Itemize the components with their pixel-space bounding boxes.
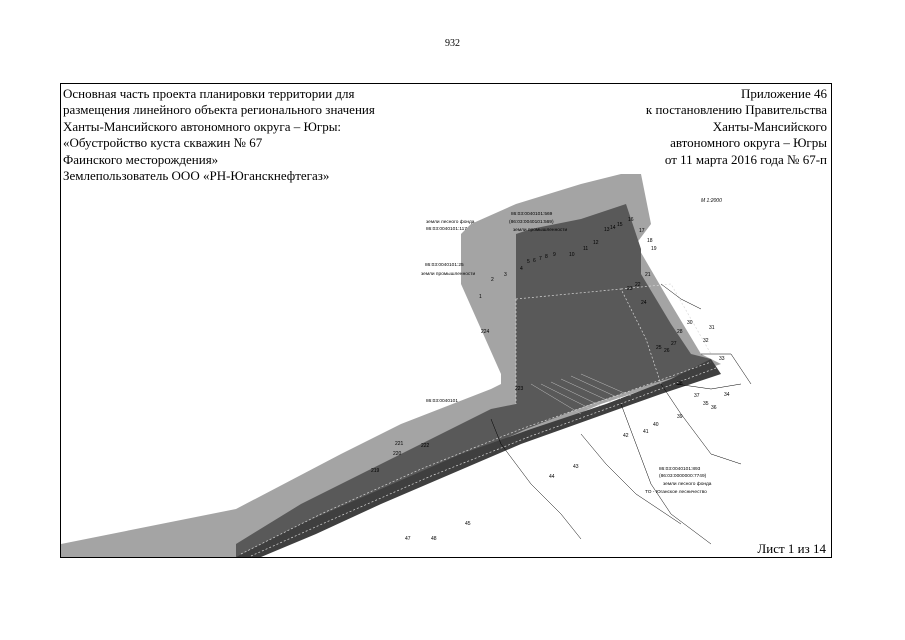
title-line: Ханты-Мансийского автономного округа – Ю…	[63, 118, 342, 134]
title-line: размещения линейного объекта регионально…	[63, 102, 375, 118]
parcel-label-893: 86:03:0040101:893	[659, 466, 701, 472]
appendix-line: Приложение 46	[740, 86, 827, 101]
point-label: 222	[421, 443, 430, 449]
point-label: 43	[573, 464, 579, 470]
document-frame: М 1:2000 земли лесного фонда 86:03:00401…	[60, 83, 832, 558]
forest-fund-label-bottom: земли лесного фонда	[663, 481, 712, 487]
point-label: 27	[671, 341, 677, 347]
point-label: 11	[583, 246, 588, 252]
point-label: 28	[677, 329, 683, 335]
hatched-area	[530, 373, 632, 415]
point-label: 19	[651, 246, 657, 252]
point-label: 47	[405, 536, 411, 542]
point-label: 221	[395, 441, 404, 447]
point-label: 24	[641, 300, 647, 306]
point-label: 224	[481, 329, 490, 335]
point-label: 45	[465, 521, 471, 527]
point-label: 13	[604, 227, 610, 233]
cadastre-lines	[490, 283, 752, 545]
title-line: Основная часть проекта планировки террит…	[63, 86, 355, 101]
scale-label: М 1:2000	[701, 198, 722, 204]
title-line: Землепользователь ООО «РН-Юганскнефтегаз…	[63, 168, 330, 184]
appendix-reference: Приложение 46 к постановлению Правительс…	[646, 86, 827, 168]
point-label: 3	[504, 272, 507, 278]
point-label: 37	[694, 393, 700, 399]
parcel-label-117: 86:03:0040101:117	[426, 226, 467, 232]
parcel-block-label: 86:03:0040101	[426, 398, 458, 404]
forest-fund-label-top: земли лесного фонда	[426, 219, 475, 225]
road-edge-lines	[240, 283, 717, 557]
point-label: 44	[549, 474, 555, 480]
appendix-line: Ханты-Мансийского	[712, 118, 827, 134]
parcel-label-7749: (86:03:0000000:7749)	[659, 473, 707, 479]
point-labels: 1 2 3 4 5 6 7 8 9 10 11 12 13 14 15 16 1…	[371, 217, 730, 542]
point-label: 18	[647, 238, 653, 244]
industry-land-label-1: земли промышленности	[513, 228, 567, 233]
forestry-label: ТО - Юганское лесничество	[645, 489, 707, 495]
point-label: 12	[593, 240, 599, 246]
appendix-line: от 11 марта 2016 года № 67-п	[664, 151, 827, 167]
point-label: 10	[569, 252, 575, 258]
point-label: 40	[653, 422, 659, 428]
point-label: 7	[539, 256, 542, 262]
access-road	[236, 359, 721, 557]
point-label: 5	[527, 259, 530, 265]
point-label: 33	[719, 356, 725, 362]
point-label: 35	[703, 401, 709, 407]
point-label: 8	[545, 254, 548, 260]
parcel-label-569: 86:03:0040101:569	[511, 211, 553, 217]
point-label: 25	[656, 345, 662, 351]
point-label: 30	[687, 320, 693, 326]
appendix-line: автономного округа – Югры	[670, 135, 827, 151]
point-label: 219	[371, 468, 380, 474]
point-label: 41	[643, 429, 649, 435]
title-line: «Обустройство куста скважин № 67	[63, 135, 263, 151]
point-label: 16	[628, 217, 634, 223]
point-label: 26	[664, 348, 670, 354]
parcel-label-25: 86:03:0040101:25	[425, 262, 464, 268]
point-label: 6	[533, 258, 536, 264]
point-label: 23	[627, 286, 633, 292]
point-label: 15	[617, 222, 623, 228]
point-label: 22	[635, 282, 641, 288]
point-label: 2	[491, 277, 494, 283]
point-label: 14	[610, 225, 616, 231]
point-label: 36	[711, 405, 717, 411]
point-label: 220	[393, 451, 402, 457]
point-label: 223	[515, 386, 524, 392]
well-pad-area	[236, 204, 711, 557]
point-label: 34	[724, 392, 730, 398]
point-label: 17	[639, 228, 645, 234]
document-title: Основная часть проекта планировки террит…	[63, 86, 375, 184]
point-label: 31	[709, 325, 715, 331]
point-label: 38	[677, 381, 683, 387]
page-number: 932	[445, 38, 460, 49]
parcel-label-569-alt: (86:03:0040101:569)	[509, 219, 554, 225]
point-label: 1	[479, 294, 482, 300]
point-label: 39	[677, 414, 683, 420]
point-label: 42	[623, 433, 629, 439]
industry-land-label-2: земли промышленности	[421, 272, 475, 277]
site-plan-drawing: М 1:2000 земли лесного фонда 86:03:00401…	[61, 174, 752, 557]
point-label: 4	[520, 266, 523, 272]
point-label: 21	[645, 272, 651, 278]
point-label: 32	[703, 338, 709, 344]
title-line: Фаинского месторождения»	[63, 151, 219, 167]
appendix-line: к постановлению Правительства	[645, 102, 827, 118]
sheet-label: Лист 1 из 14	[757, 541, 826, 556]
point-label: 9	[553, 252, 556, 258]
point-label: 48	[431, 536, 437, 542]
